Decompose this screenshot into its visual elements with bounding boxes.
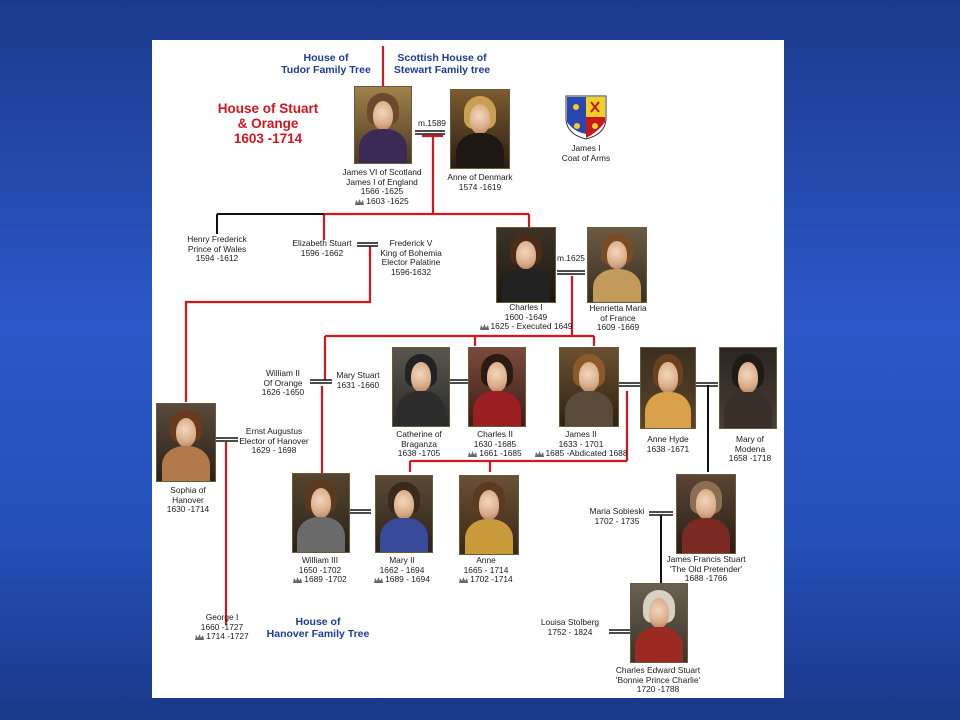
person-anne-denmark[interactable]: Anne of Denmark 1574 -1619 [447, 172, 513, 192]
marriage-mark-william3 [350, 509, 371, 514]
portrait-james2 [559, 347, 619, 427]
elizabeth-frederick-drop [184, 250, 372, 402]
person-mary-stuart[interactable]: Mary Stuart 1631 -1660 [336, 370, 380, 390]
person-louisa[interactable]: Louisa Stolberg 1752 - 1824 [540, 617, 600, 637]
person-catherine[interactable]: Catherine of Braganza 1638 -1705 [396, 429, 442, 459]
marriage-label-1625: m.1625 [557, 253, 585, 263]
portrait-charles2 [468, 347, 526, 427]
portrait-anne [459, 475, 519, 555]
portrait-anne-denmark [450, 89, 510, 169]
person-george1[interactable]: George I 1660 -1727 1714 -1727 [188, 612, 256, 642]
portrait-mary2 [375, 475, 433, 553]
marriage-mark-louisa [609, 629, 631, 634]
person-elizabeth[interactable]: Elizabeth Stuart 1596 -1662 [292, 238, 352, 258]
marriage-label-1589: m.1589 [418, 118, 446, 128]
crown-icon [293, 576, 303, 583]
tree-connectors [184, 46, 718, 634]
person-james-francis[interactable]: James Francis Stuart 'The Old Pretender'… [666, 554, 746, 584]
portrait-charles1 [496, 227, 556, 303]
crown-icon [468, 450, 478, 457]
person-sophia[interactable]: Sophia of Hanover 1630 -1714 [166, 485, 210, 515]
person-maria-sobieski[interactable]: Maria Sobieski 1702 - 1735 [589, 506, 645, 526]
person-william3[interactable]: William III 1650 -1702 1689 -1702 [282, 555, 358, 585]
person-charles-edward[interactable]: Charles Edward Stuart 'Bonnie Prince Cha… [615, 665, 701, 695]
portrait-mary-modena [719, 347, 777, 429]
person-henrietta[interactable]: Henrietta Maria of France 1609 -1669 [589, 303, 647, 333]
person-mary2[interactable]: Mary II 1662 - 1694 1689 - 1694 [364, 555, 440, 585]
portrait-william3 [292, 473, 350, 553]
portrait-catherine [392, 347, 450, 427]
crown-icon [374, 576, 384, 583]
crown-icon [479, 323, 489, 330]
person-frederick[interactable]: Frederick V King of Bohemia Elector Pala… [380, 238, 442, 277]
person-mary-modena[interactable]: Mary of Modena 1658 -1718 [728, 434, 772, 464]
person-henry[interactable]: Henry Frederick Prince of Wales 1594 -16… [187, 234, 247, 264]
portrait-charles-edward [630, 583, 688, 663]
crown-icon [534, 450, 544, 457]
person-james2[interactable]: James II 1633 - 1701 1685 -Abdicated 168… [528, 429, 634, 459]
coat-of-arms-icon [565, 95, 607, 140]
portrait-james [354, 86, 412, 164]
marriage-mark-ernst [216, 437, 238, 442]
person-charles1[interactable]: Charles I 1600 -1649 1625 - Executed 164… [464, 302, 588, 332]
marriage-mark-anne-hyde [618, 382, 640, 387]
crown-icon [195, 633, 205, 640]
marriage-mark-james [415, 130, 445, 135]
marriage-mark-maria [649, 511, 673, 516]
crown-icon [459, 576, 469, 583]
person-anne[interactable]: Anne 1665 - 1714 1702 -1714 [448, 555, 524, 585]
person-james[interactable]: James VI of Scotland James I of England … [342, 167, 422, 206]
portrait-sophia [156, 403, 216, 482]
marriage-mark-catherine [449, 379, 468, 384]
marriage-mark-charles1 [557, 270, 585, 275]
person-william2[interactable]: William II Of Orange 1626 -1650 [261, 368, 305, 398]
crown-icon [355, 198, 365, 205]
person-anne-hyde[interactable]: Anne Hyde 1638 -1671 [646, 434, 690, 454]
marriage-mark-elizabeth [357, 242, 378, 247]
portrait-james-francis [676, 474, 736, 554]
portrait-anne-hyde [640, 347, 696, 429]
person-ernst[interactable]: Ernst Augustus Elector of Hanover 1629 -… [239, 426, 309, 456]
marriage-mark-mary-william [310, 379, 332, 384]
marriage-mark-modena [696, 382, 718, 387]
person-charles2[interactable]: Charles II 1630 -1685 1661 -1685 [458, 429, 532, 459]
portrait-henrietta [587, 227, 647, 303]
